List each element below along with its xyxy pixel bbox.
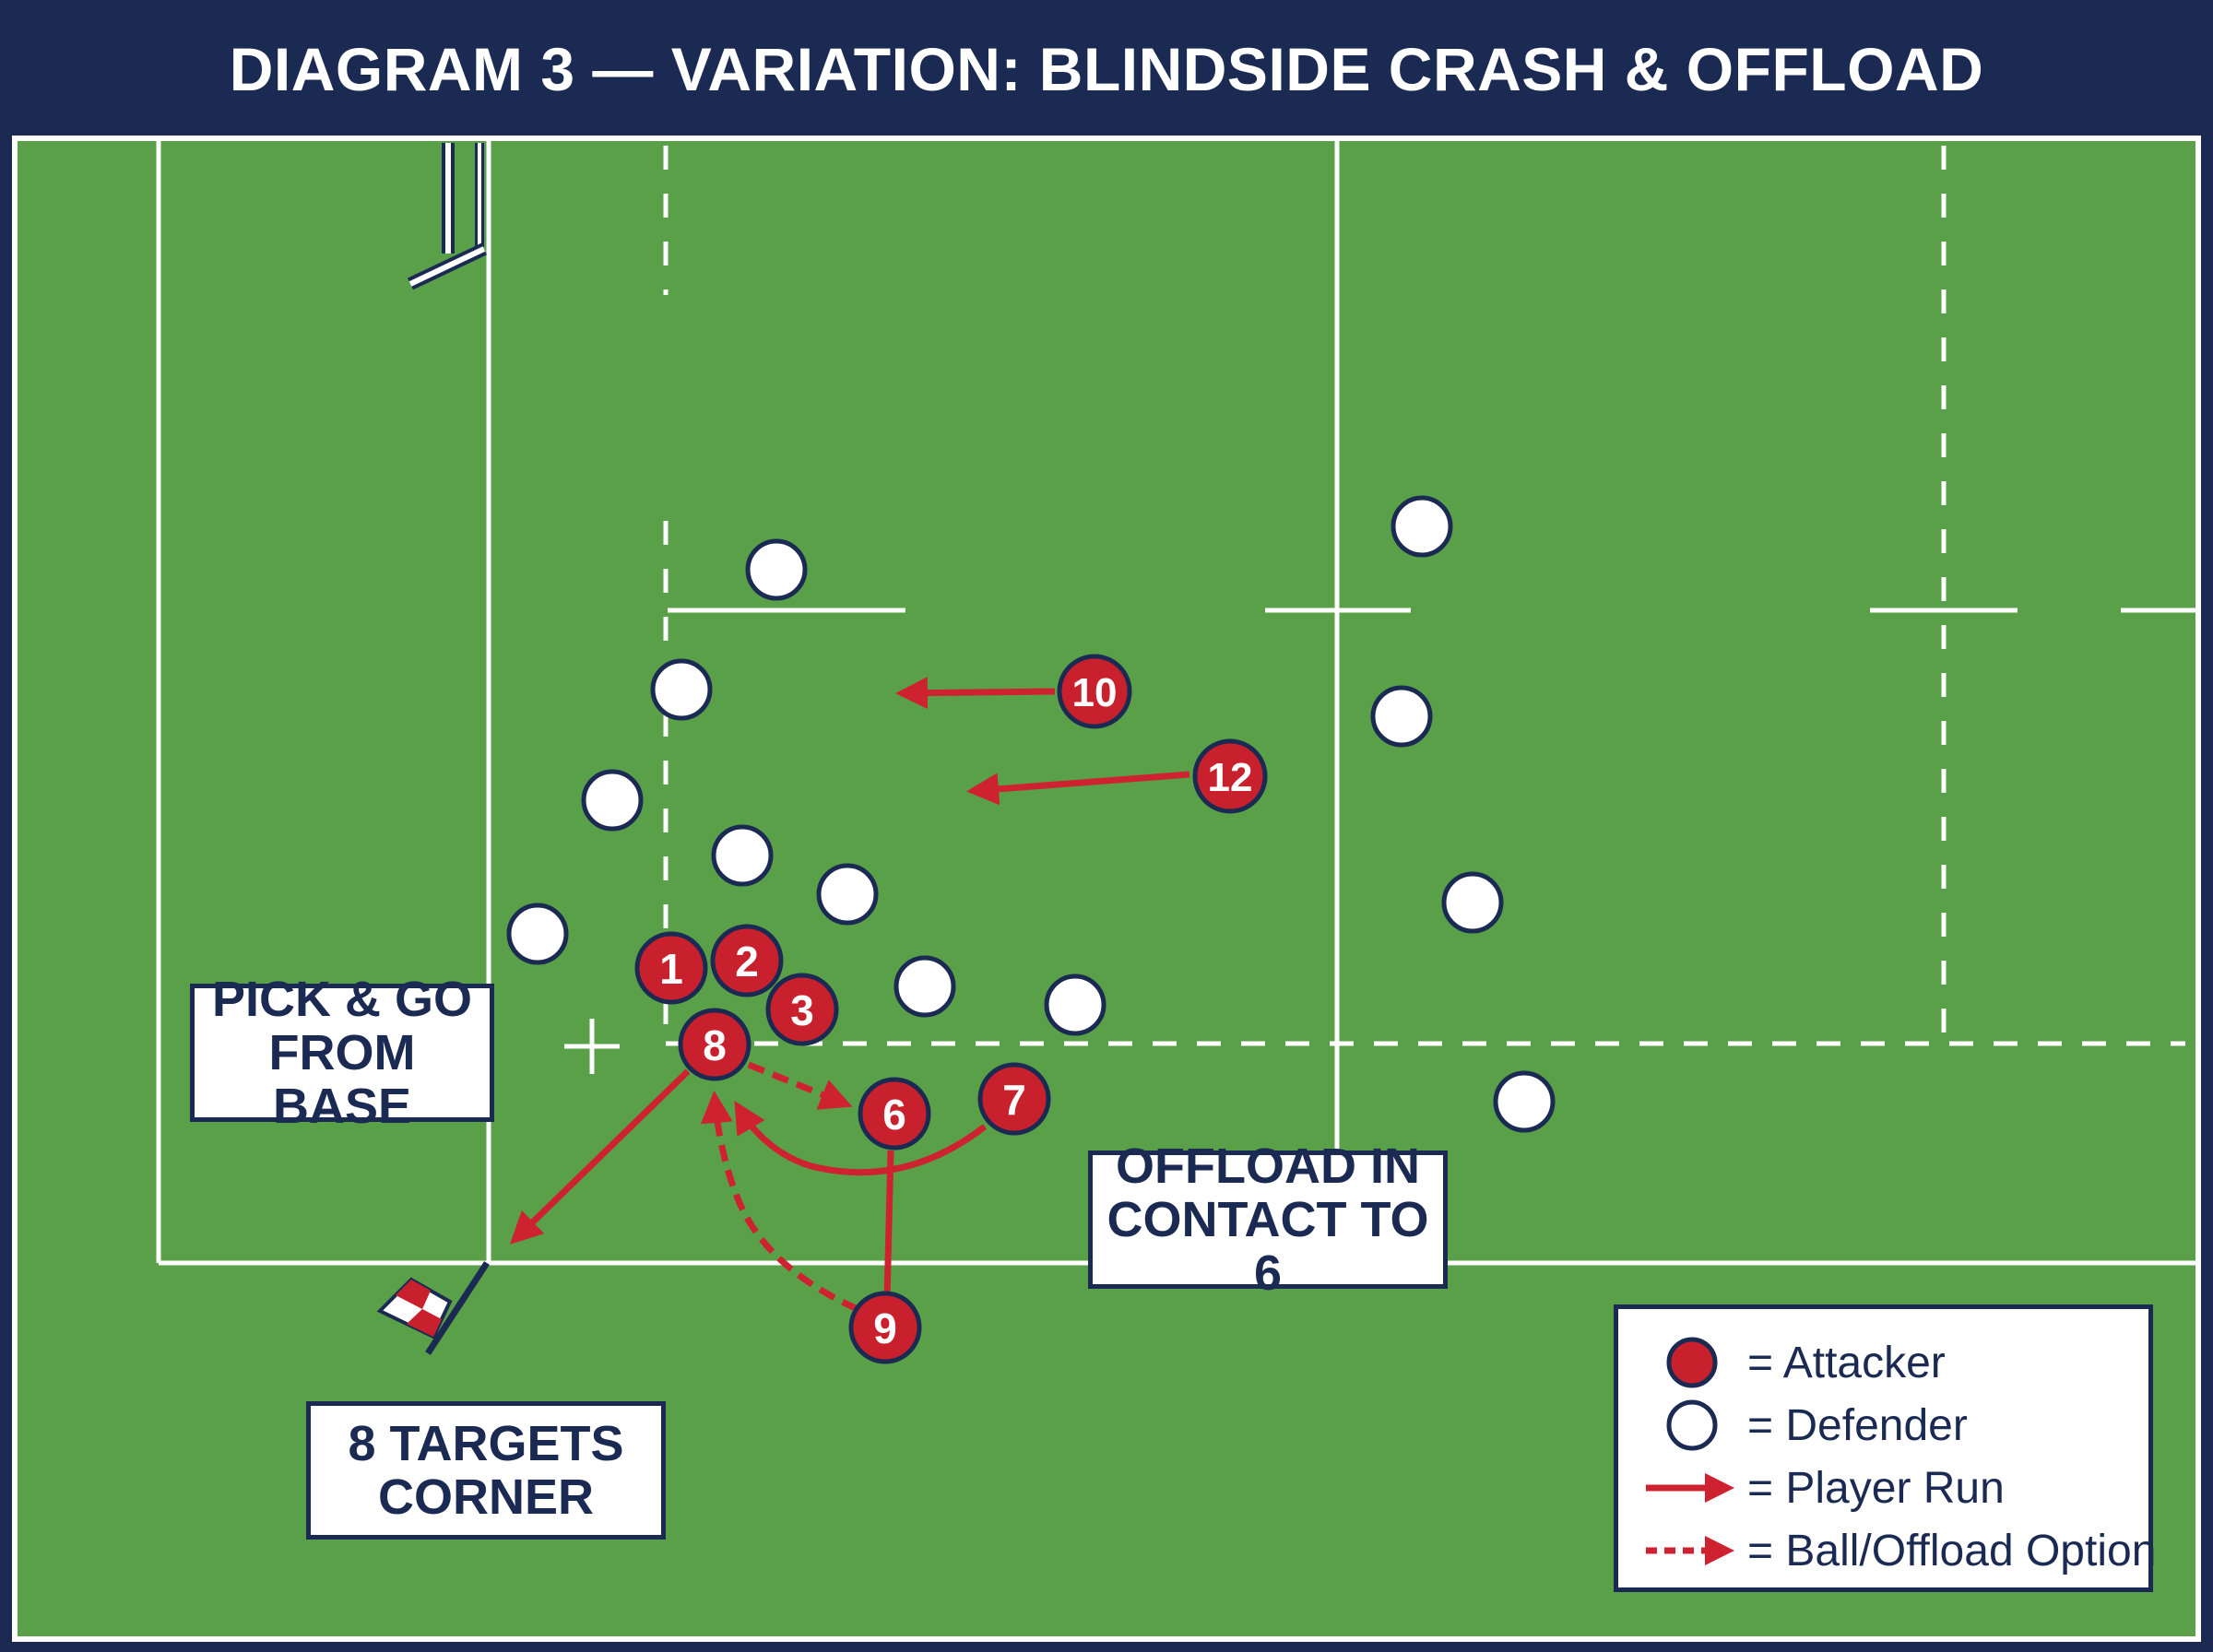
attacker-7: 7 (977, 1062, 1051, 1136)
callout-offload: OFFLOAD IN CONTACT TO 6 (1088, 1139, 1448, 1300)
attacker-number: 3 (790, 986, 814, 1034)
attacker-number: 2 (735, 938, 759, 985)
attacker-number: 7 (1002, 1076, 1026, 1124)
defender-marker (1441, 871, 1504, 934)
callout-line: PICK & GO (211, 972, 473, 1027)
legend-label: = Player Run (1747, 1463, 2005, 1513)
legend-ball-option: = Ball/Offload Option (1618, 1523, 2156, 1578)
attacker-number: 9 (873, 1304, 897, 1352)
attacker-6: 6 (858, 1077, 931, 1150)
callout-line: CONTACT TO 6 (1106, 1192, 1429, 1301)
attacker-number: 8 (703, 1021, 727, 1069)
offload-arrow-8-to-6 (747, 1061, 853, 1110)
ball-options (700, 1061, 859, 1313)
run-arrow-10 (895, 677, 1056, 710)
defender-marker (581, 769, 644, 832)
callout-pick-and-go: PICK & GO FROM BASE (190, 973, 494, 1133)
callout-line: 8 TARGETS (348, 1416, 624, 1471)
callout-line: CORNER (377, 1469, 594, 1525)
attacker-8: 8 (678, 1008, 751, 1081)
corner-flag-icon (376, 1261, 490, 1355)
player-runs (509, 677, 1190, 1301)
legend-label: = Attacker (1747, 1338, 1946, 1387)
defender-marker (1370, 685, 1433, 748)
defender-marker (711, 824, 774, 887)
dashed-arrow-icon (1646, 1536, 1734, 1565)
defender-marker (1493, 1070, 1556, 1133)
defenders (506, 495, 1556, 1133)
defender-marker (816, 863, 879, 926)
attacker-1: 1 (634, 931, 708, 1005)
callout-line: FROM BASE (268, 1025, 416, 1134)
defender-marker (893, 955, 956, 1018)
diagram-title: DIAGRAM 3 — VARIATION: BLINDSIDE CRASH &… (0, 0, 2213, 134)
attacker-3: 3 (765, 973, 839, 1046)
goal-posts (407, 143, 488, 290)
attacker-number: 12 (1208, 755, 1253, 800)
legend-attacker: = Attacker (1618, 1335, 2148, 1390)
run-arrow-8 (509, 1068, 691, 1245)
defender-marker (1044, 974, 1106, 1036)
attacker-number: 1 (659, 945, 683, 993)
solid-arrow-icon (1646, 1473, 1734, 1503)
legend-player-run: = Player Run (1618, 1460, 2148, 1516)
run-arrow-12 (966, 771, 1190, 806)
defender-marker (506, 903, 569, 965)
attacker-12: 12 (1192, 738, 1268, 814)
attackers: 1 2 3 8 6 7 9 (634, 654, 1268, 1364)
legend: = Attacker = Defender = Player Run = Bal… (1614, 1304, 2156, 1592)
callout-line: OFFLOAD IN (1116, 1139, 1420, 1194)
run-arrow-6 (734, 1100, 988, 1176)
attacker-2: 2 (710, 924, 784, 997)
attacker-icon (1666, 1337, 1718, 1388)
callout-eight-targets: 8 TARGETS CORNER (306, 1401, 666, 1540)
defender-marker (650, 658, 713, 721)
attacker-number: 6 (882, 1091, 906, 1139)
defender-icon (1666, 1399, 1718, 1451)
attacker-number: 10 (1072, 670, 1118, 715)
defender-marker (745, 538, 808, 601)
legend-defender: = Defender (1618, 1398, 2148, 1453)
field-boundary (12, 136, 2201, 1642)
attacker-10: 10 (1057, 654, 1132, 729)
legend-label: = Ball/Offload Option (1747, 1526, 2157, 1575)
attacker-9: 9 (848, 1291, 922, 1364)
legend-label: = Defender (1747, 1400, 1968, 1450)
defender-marker (1391, 495, 1453, 558)
pass-arrow-9-to-8 (700, 1091, 859, 1313)
run-line-9 (883, 1150, 894, 1301)
